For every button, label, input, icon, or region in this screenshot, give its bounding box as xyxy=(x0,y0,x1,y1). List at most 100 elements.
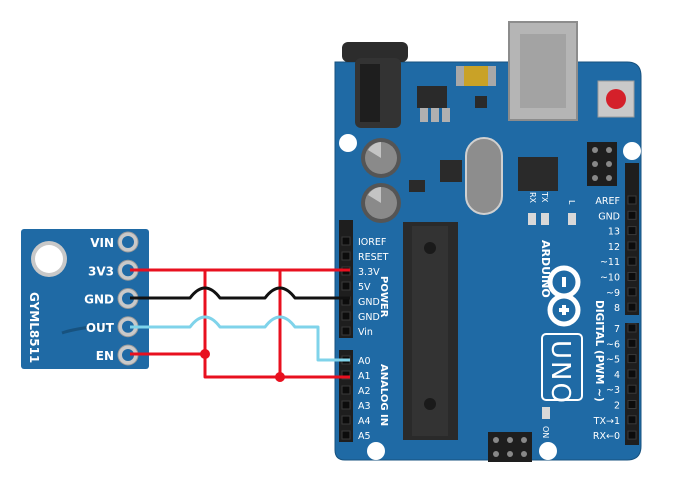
transistor-smd xyxy=(475,96,487,108)
digital-pin-2: 2 xyxy=(614,400,637,412)
smd-chip xyxy=(409,180,425,192)
digital-pin-tx-1: TX→1 xyxy=(593,415,637,427)
wire-gnd-to-gnd xyxy=(130,286,350,300)
l-led xyxy=(568,213,576,225)
digital-pin-label: AREF xyxy=(595,196,620,207)
digital-pin-9: ~9 xyxy=(606,287,637,299)
analog-pin-label: A5 xyxy=(358,431,371,442)
crystal-oscillator xyxy=(465,137,503,215)
digital-pin-11: ~11 xyxy=(600,256,637,268)
digital-pin-label: ~9 xyxy=(606,288,620,299)
usb-connector xyxy=(508,21,578,121)
power-pin-label: RESET xyxy=(358,252,389,263)
electrolytic-capacitor xyxy=(361,183,401,223)
mounting-hole xyxy=(367,442,385,460)
sensor-pin-label: OUT xyxy=(86,321,115,335)
power-pin-ioref: IOREF xyxy=(341,236,386,248)
digital-pin-3: ~3 xyxy=(606,384,637,396)
smd-chip xyxy=(440,160,462,182)
wire-out-to-a0 xyxy=(130,315,350,362)
digital-pin-6: ~6 xyxy=(606,338,637,350)
power-pin-label: 3.3V xyxy=(358,267,380,278)
power-pin-label: GND xyxy=(358,297,380,308)
analog-pin-a3: A3 xyxy=(341,400,371,412)
sensor-pin-label: GND xyxy=(84,293,114,307)
analog-pin-a2: A2 xyxy=(341,385,371,397)
rx-label: RX xyxy=(528,192,537,204)
digital-pin-label: RX←0 xyxy=(593,431,620,442)
power-pin-vin: Vin xyxy=(341,326,373,338)
analog-pin-a4: A4 xyxy=(341,415,371,427)
icsp-header xyxy=(488,432,532,462)
power-pin-reset: RESET xyxy=(341,251,389,263)
rx-led xyxy=(541,213,549,225)
power-pin-5v: 5V xyxy=(341,281,371,293)
digital-pin-label: 4 xyxy=(614,370,620,381)
sensor-pin-vin: VIN xyxy=(90,231,139,253)
analog-pin-label: A2 xyxy=(358,386,371,397)
digital-pin-aref: AREF xyxy=(595,195,637,207)
digital-pin-4: 4 xyxy=(614,369,637,381)
digital-pin-label: 7 xyxy=(614,324,620,335)
power-pin-gnd: GND xyxy=(341,311,380,323)
l-label: L xyxy=(567,200,576,205)
digital-pin-label: ~6 xyxy=(606,339,620,350)
sensor-pin-en: EN xyxy=(96,344,139,366)
arduino-brand-label: ARDUINO xyxy=(539,240,552,298)
voltage-regulator xyxy=(417,86,450,122)
mounting-hole xyxy=(339,134,357,152)
reset-button xyxy=(597,80,635,118)
digital-pin-rx-0: RX←0 xyxy=(593,430,637,442)
analog-pin-label: A3 xyxy=(358,401,371,412)
arduino-uno-board: ARDUINO UNO DIGITAL (PWM ~) TX RX L ON P… xyxy=(334,21,642,462)
sensor-pin-label: EN xyxy=(96,349,114,363)
sensor-pin-3v3: 3V3 xyxy=(88,259,139,281)
digital-header-label: DIGITAL (PWM ~) xyxy=(593,300,605,402)
tx-label: TX xyxy=(540,191,549,203)
digital-pin-7: 7 xyxy=(614,323,637,335)
power-pin-label: Vin xyxy=(358,327,373,338)
power-pin-label: 5V xyxy=(358,282,371,293)
icsp-header xyxy=(587,142,617,186)
digital-pin-label: ~10 xyxy=(600,273,620,284)
atmega-microcontroller xyxy=(403,222,458,440)
wire-junction xyxy=(200,349,210,359)
sensor-pin-gnd: GND xyxy=(84,288,139,309)
sensor-trace xyxy=(61,325,110,335)
digital-pin-label: 13 xyxy=(608,227,620,238)
analog-pin-a5: A5 xyxy=(341,430,371,442)
power-pin-label: GND xyxy=(358,312,380,323)
digital-pin-label: ~3 xyxy=(606,385,620,396)
digital-pin-label: ~5 xyxy=(606,355,620,366)
capacitor-smd xyxy=(456,66,496,86)
sensor-pin-label: 3V3 xyxy=(88,264,114,278)
electrolytic-capacitor xyxy=(361,138,401,178)
uno-model-label: UNO xyxy=(545,340,575,405)
uno-badge xyxy=(541,333,583,401)
digital-pin-label: ~11 xyxy=(600,257,620,268)
power-header-label: POWER xyxy=(378,276,389,318)
digital-pin-10: ~10 xyxy=(600,272,637,284)
digital-pin-label: 2 xyxy=(614,401,620,412)
digital-pin-label: 12 xyxy=(608,242,620,253)
digital-pin-gnd: GND xyxy=(598,210,637,222)
sensor-name-label: GYML8511 xyxy=(27,292,41,363)
mounting-hole xyxy=(623,142,641,160)
usb-controller-chip xyxy=(518,157,558,191)
wires xyxy=(130,268,350,382)
analog-pin-label: A4 xyxy=(358,416,371,427)
power-header xyxy=(339,220,353,338)
digital-pin-5: ~5 xyxy=(606,354,637,366)
wire-junction xyxy=(275,372,285,382)
wire-3v3-to-3.3v xyxy=(130,268,350,377)
analog-pin-label: A1 xyxy=(358,371,371,382)
analog-pin-a1: A1 xyxy=(341,370,371,382)
power-pin-label: IOREF xyxy=(358,237,386,248)
mounting-hole xyxy=(539,442,557,460)
analog-pin-label: A0 xyxy=(358,356,371,367)
sensor-pin-label: VIN xyxy=(90,236,114,250)
on-label: ON xyxy=(541,426,550,438)
on-led xyxy=(542,407,550,419)
